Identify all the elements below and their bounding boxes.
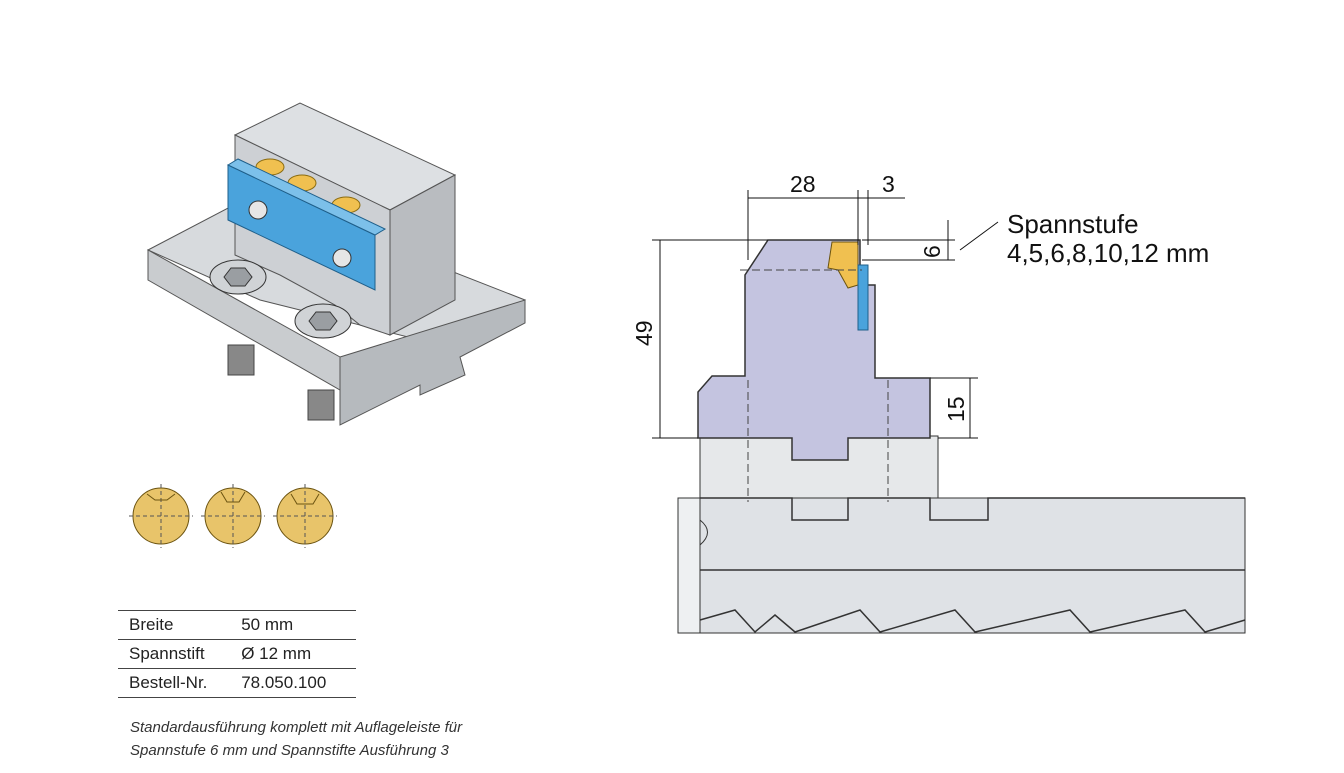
dim-28-label: 28: [790, 171, 816, 197]
dim-49-label: 49: [631, 320, 657, 346]
table-row: Spannstift Ø 12 mm: [118, 639, 356, 669]
jaw-blue-insert: [857, 264, 869, 331]
spec-table: Breite 50 mm Spannstift Ø 12 mm Bestell-…: [118, 610, 356, 698]
clamp-jaw-isometric-illustration: [146, 102, 527, 426]
clamping-pin-variants: [129, 484, 337, 548]
dim-3-label: 3: [882, 171, 895, 197]
callout-leader: [959, 221, 999, 251]
bolt-shaft-right: [307, 389, 335, 421]
pin-variant-3: [273, 484, 337, 548]
rail-end-notch: [699, 519, 708, 546]
spec-value: 50 mm: [237, 610, 356, 640]
callout-values: 4,5,6,8,10,12 mm: [1007, 238, 1209, 268]
footnote: Standardausführung komplett mit Auflagel…: [130, 716, 462, 762]
rail-top-step: [700, 497, 1245, 521]
insert-screw-left: [248, 200, 268, 220]
technical-section-drawing: 28 3 6 49 15 Spannstufe 4,5,6,8,10,12 mm: [631, 171, 1246, 634]
spec-value: Ø 12 mm: [237, 639, 356, 669]
dim-6-label: 6: [919, 245, 945, 258]
spec-label: Breite: [118, 610, 238, 640]
footnote-line-2: Spannstufe 6 mm und Spannstifte Ausführu…: [130, 742, 449, 759]
pin-variant-2: [201, 484, 265, 548]
table-row: Breite 50 mm: [118, 610, 356, 640]
hex-socket-left: [223, 267, 253, 287]
dim-15-label: 15: [943, 396, 969, 422]
spec-label: Bestell-Nr.: [118, 668, 238, 698]
spec-value: 78.050.100: [237, 668, 356, 698]
blue-insert-top: [226, 158, 387, 236]
table-row: Bestell-Nr. 78.050.100: [118, 668, 356, 698]
bolt-shaft-left: [227, 344, 255, 376]
callout-title: Spannstufe: [1007, 209, 1139, 239]
pin-variant-1: [129, 484, 193, 548]
insert-screw-right: [332, 248, 352, 268]
rail-body: [699, 497, 1246, 634]
base-plate-side: [339, 299, 526, 426]
spec-label: Spannstift: [118, 639, 238, 669]
footnote-line-1: Standardausführung komplett mit Auflagel…: [130, 719, 463, 736]
rail-end-plate: [677, 497, 701, 634]
jaw-body: [697, 239, 931, 461]
hex-socket-right: [308, 311, 338, 331]
rail-serrations: [699, 609, 1246, 634]
